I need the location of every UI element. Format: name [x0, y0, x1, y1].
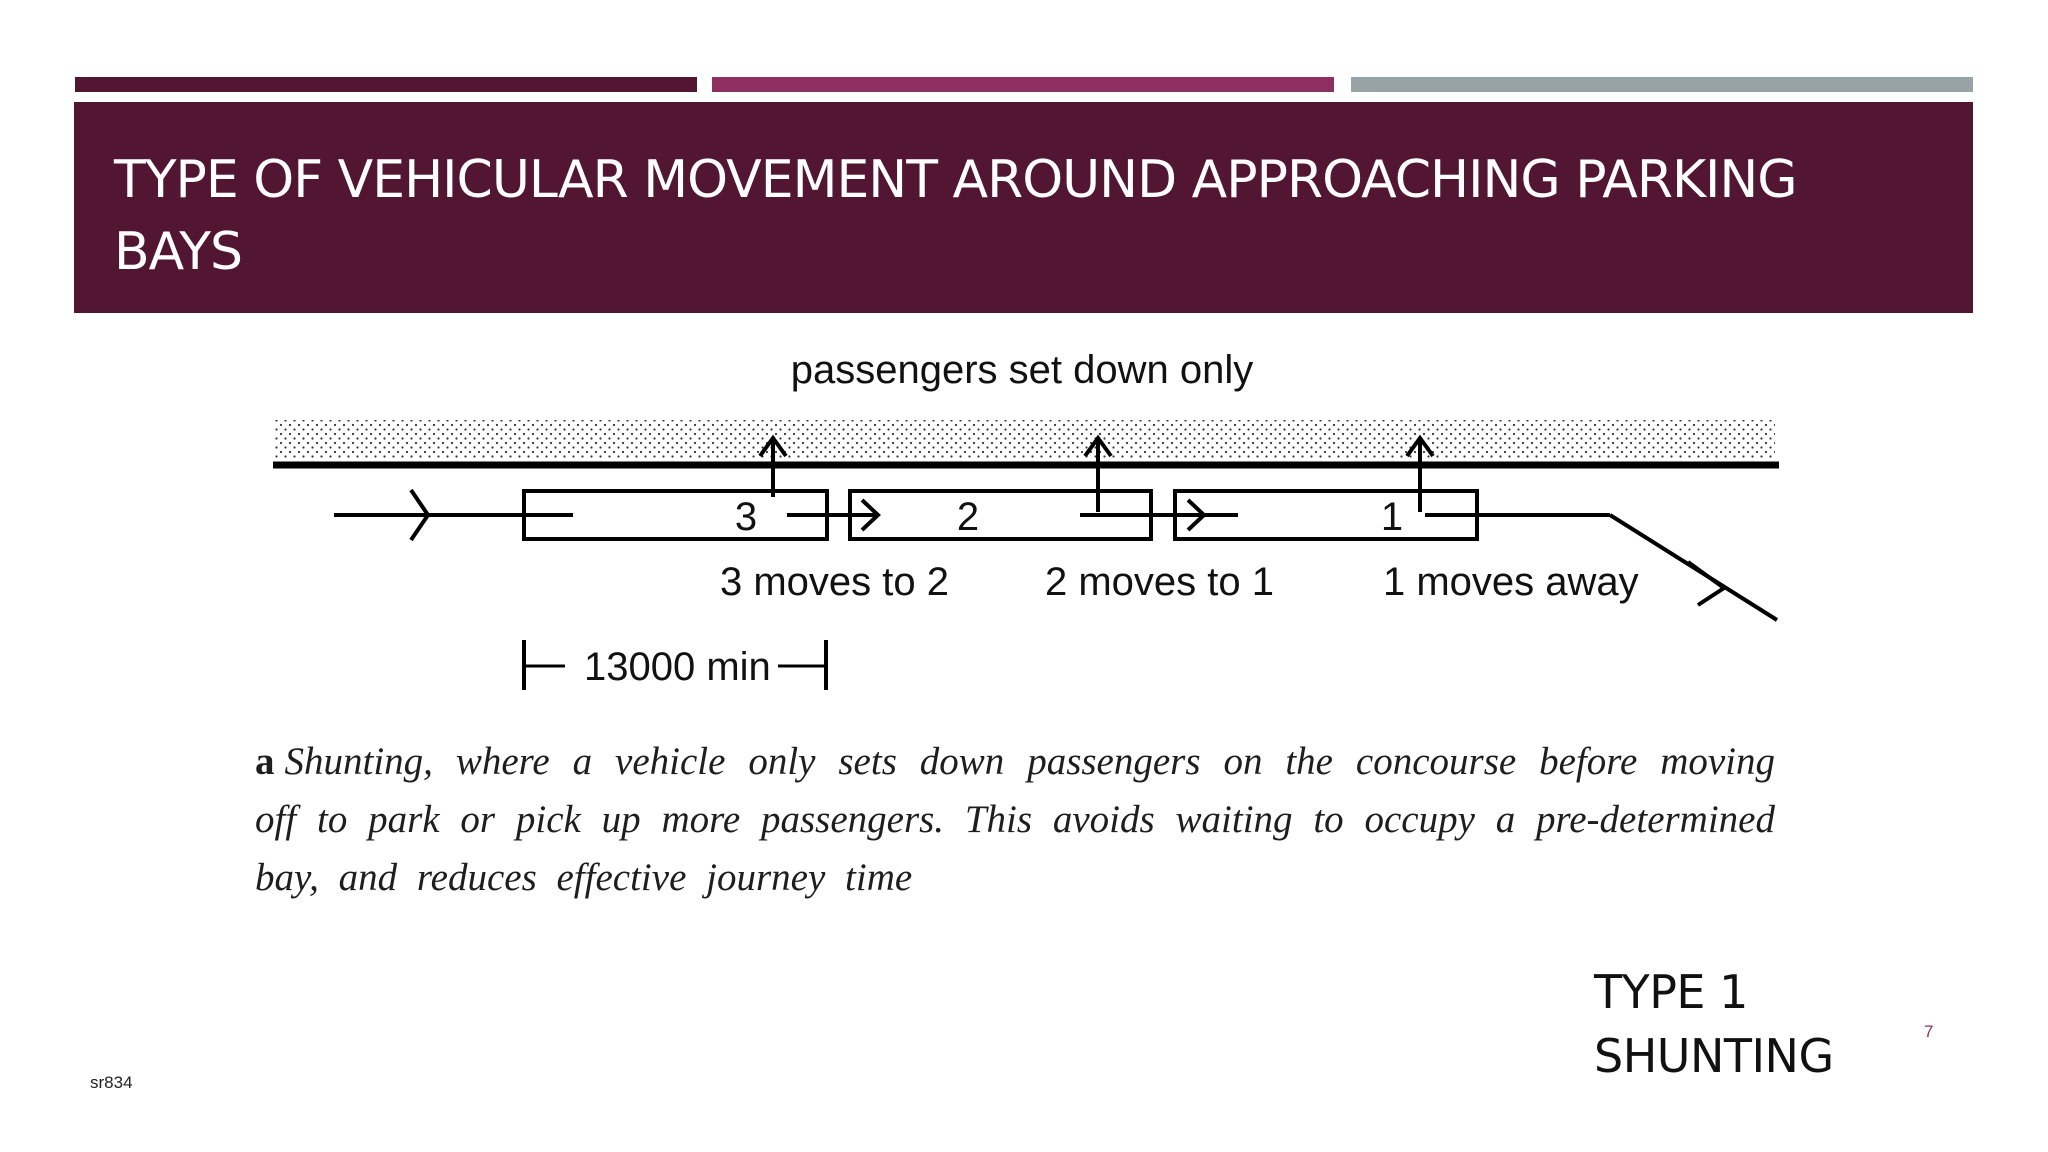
accent-bar-1: [75, 77, 697, 92]
dimension-label: 13000 min: [584, 645, 771, 689]
slide-title: TYPE OF VEHICULAR MOVEMENT AROUND APPROA…: [114, 150, 1798, 282]
setdown-arrow-1: [1405, 434, 1435, 512]
diagram-top-label: passengers set down only: [791, 348, 1254, 392]
dimension-marker: [522, 640, 828, 690]
concourse-area: [273, 420, 1775, 460]
type-label: TYPE 1 SHUNTING: [1594, 960, 1834, 1088]
move-arrow-icon: [860, 498, 881, 532]
move-label-3-to-2: 3 moves to 2: [720, 560, 949, 604]
setdown-arrow-3: [758, 434, 788, 497]
bay-number-1: 1: [1381, 495, 1403, 539]
caption-text: Shunting, where a vehicle only sets down…: [255, 740, 1775, 899]
entry-arrow-icon: [409, 488, 431, 542]
page-number: 7: [1924, 1022, 1934, 1041]
type-label-line2: SHUNTING: [1594, 1029, 1834, 1083]
bay-number-2: 2: [957, 495, 979, 539]
accent-bar-3: [1351, 77, 1973, 92]
move-label-2-to-1: 2 moves to 1: [1045, 560, 1274, 604]
move-label-1-away: 1 moves away: [1383, 560, 1639, 604]
title-banner: TYPE OF VEHICULAR MOVEMENT AROUND APPROA…: [74, 102, 1973, 313]
exit-arrow-icon: [1686, 560, 1728, 607]
bay-number-3: 3: [735, 495, 757, 539]
type-label-line1: TYPE 1: [1594, 965, 1748, 1019]
footer-text: sr834: [90, 1073, 133, 1092]
caption-letter: a: [255, 740, 275, 783]
setdown-arrow-2: [1083, 434, 1113, 512]
move-arrow-icon: [1186, 498, 1207, 532]
accent-bar-2: [712, 77, 1334, 92]
